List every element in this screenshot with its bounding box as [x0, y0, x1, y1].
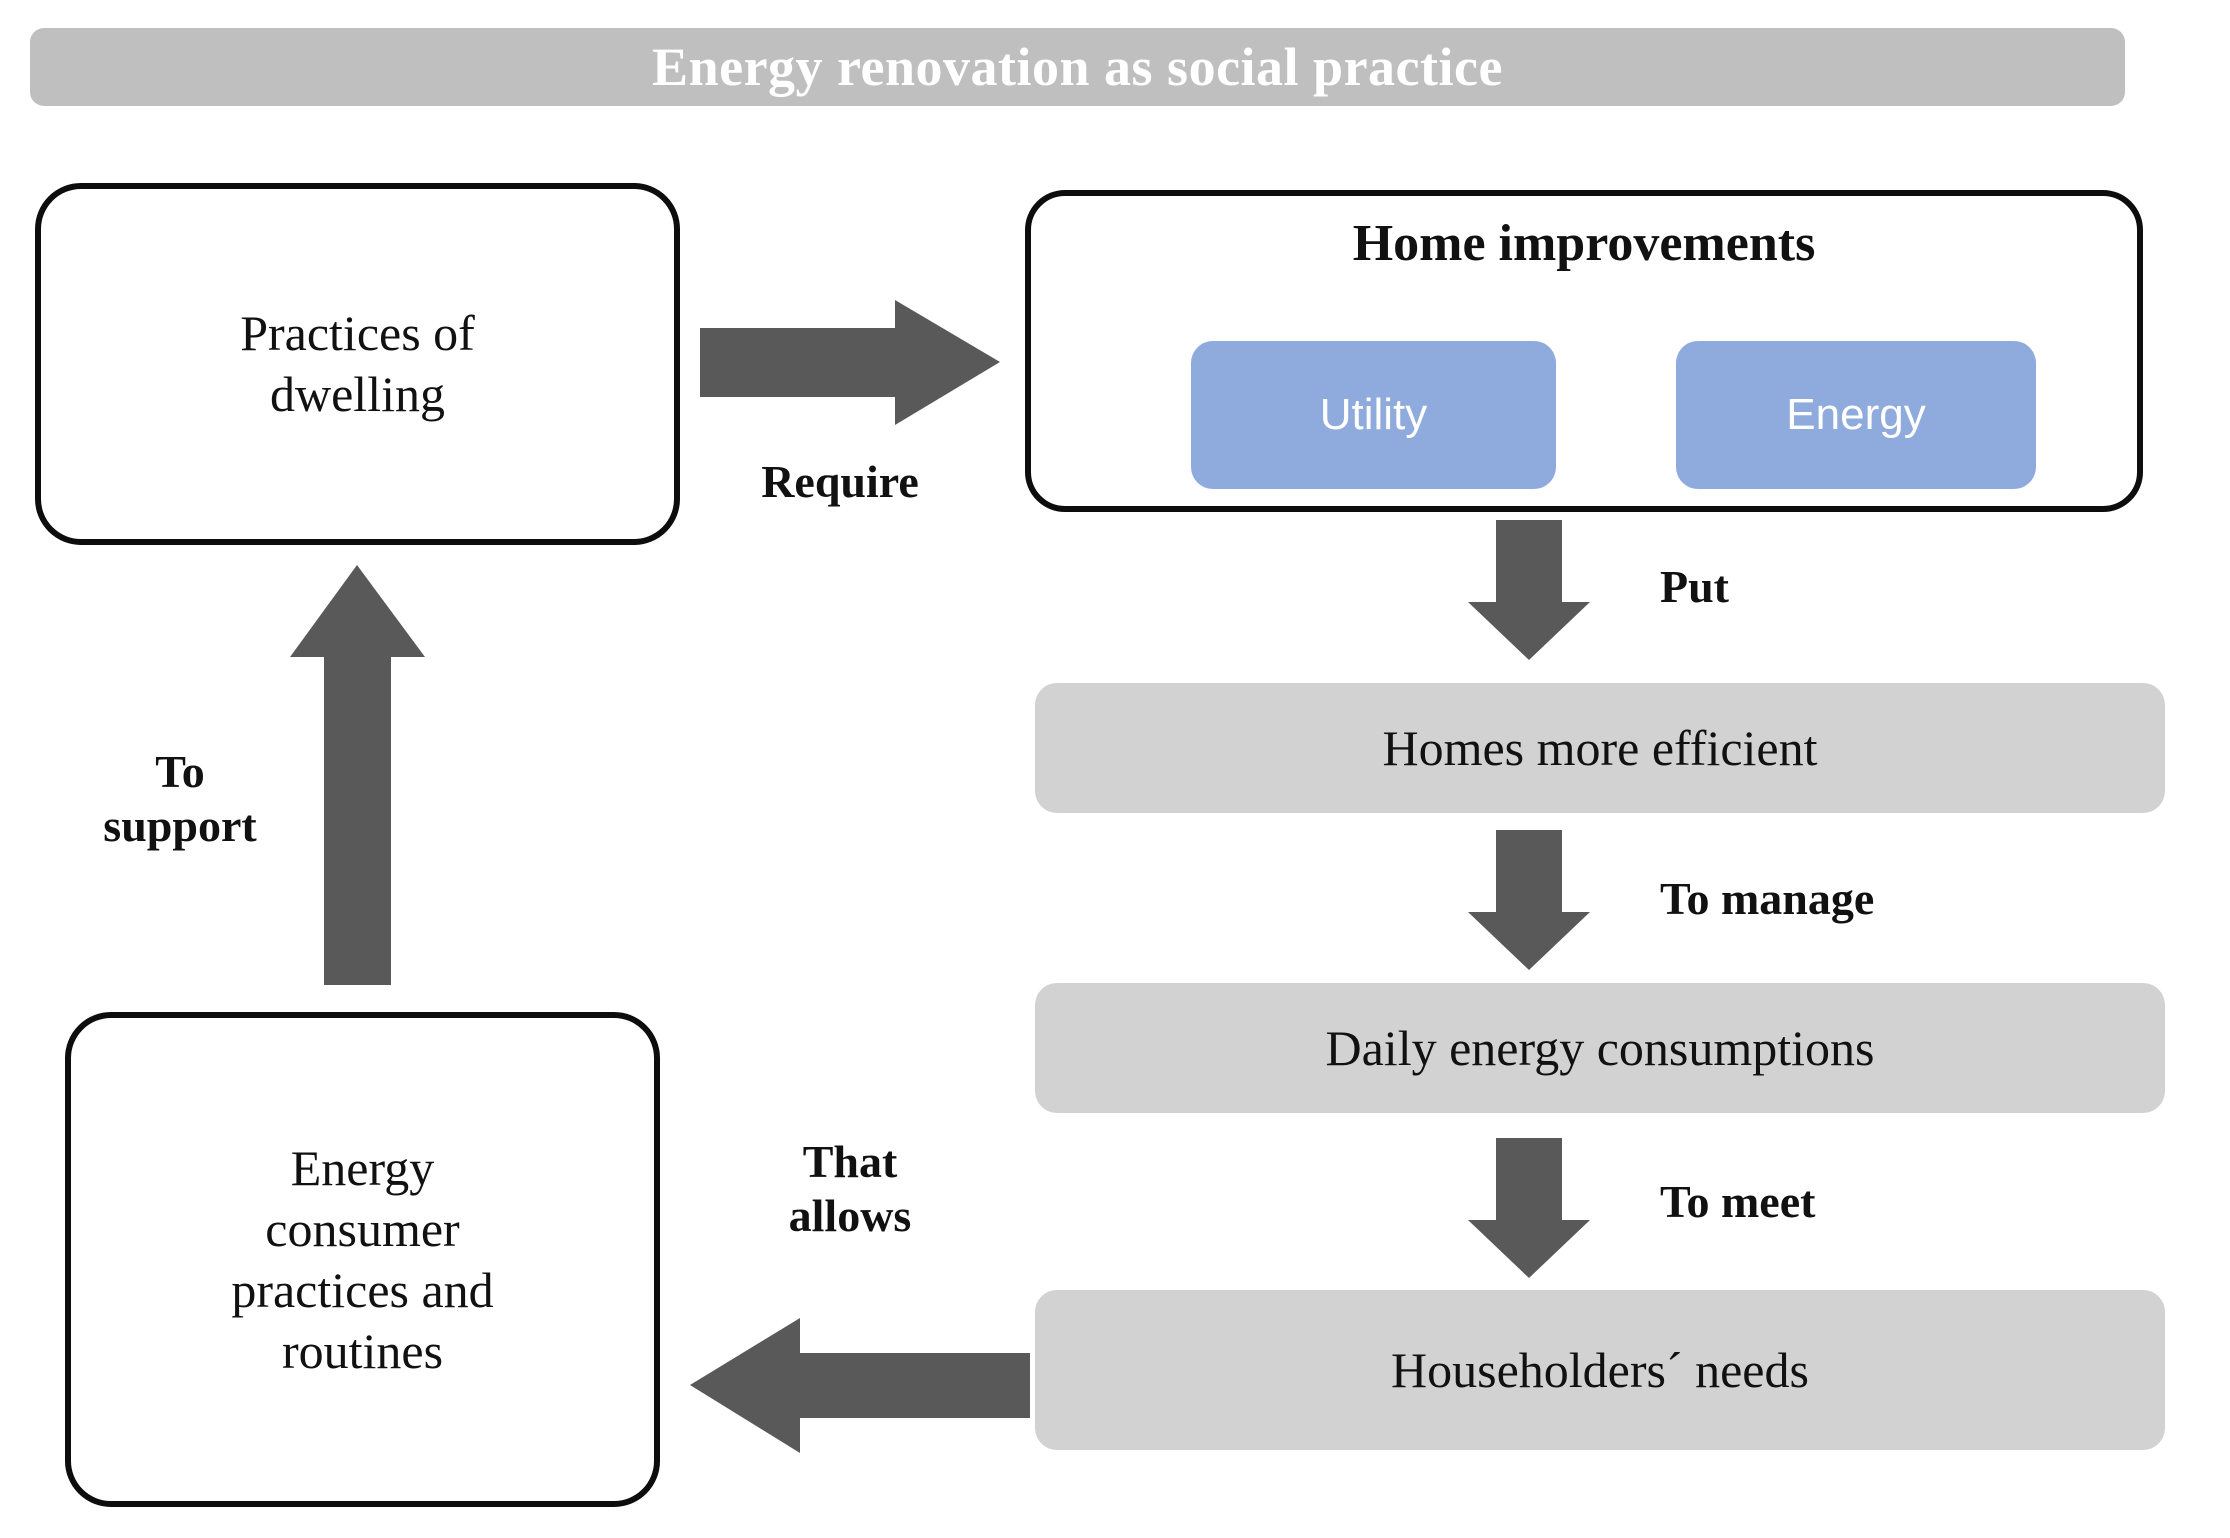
node-daily-energy-consumptions-label: Daily energy consumptions: [1325, 1020, 1875, 1076]
node-consumer-line-3: practices and: [231, 1261, 494, 1318]
node-consumer-line-4: routines: [281, 1322, 444, 1379]
connector-to-support-line-2: support: [103, 800, 257, 852]
node-practices-of-dwelling: Practices of dwelling: [35, 183, 680, 545]
connector-label-that-allows: That allows: [700, 1135, 1000, 1244]
arrow-down-put-icon: [1468, 520, 1590, 660]
node-energy-consumer-practices-label: Energy consumer practices and routines: [217, 1138, 507, 1382]
arrow-right-require-icon: [700, 300, 1000, 425]
arrow-down-to-manage-icon: [1468, 830, 1590, 970]
chip-utility: Utility: [1191, 341, 1556, 489]
node-practices-line-1: Practices of: [240, 305, 475, 361]
node-homes-more-efficient-label: Homes more efficient: [1382, 720, 1818, 776]
connector-that-allows-line-1: That: [802, 1136, 898, 1187]
chip-utility-label: Utility: [1319, 390, 1428, 439]
arrow-left-that-allows-icon: [690, 1318, 1030, 1453]
connector-label-put: Put: [1660, 561, 1729, 612]
node-home-improvements: Home improvements Utility Energy: [1025, 190, 2143, 512]
connector-label-require: Require: [761, 456, 919, 507]
chip-energy: Energy: [1676, 341, 2036, 489]
connector-that-allows-line-2: allows: [788, 1190, 912, 1242]
node-homes-more-efficient: Homes more efficient: [1035, 683, 2165, 813]
page-title: Energy renovation as social practice: [652, 37, 1503, 97]
connector-label-to-support: To support: [40, 745, 320, 854]
arrow-down-to-meet-icon: [1468, 1138, 1590, 1278]
node-consumer-line-2: consumer: [265, 1200, 460, 1257]
node-consumer-line-1: Energy: [290, 1139, 435, 1196]
node-energy-consumer-practices: Energy consumer practices and routines: [65, 1012, 660, 1507]
node-practices-line-2: dwelling: [270, 366, 445, 422]
diagram-title-banner: Energy renovation as social practice: [30, 28, 2125, 106]
connector-label-to-meet: To meet: [1660, 1176, 1816, 1227]
arrow-up-to-support-icon: [290, 565, 425, 985]
node-householders-needs-label: Householders´ needs: [1391, 1342, 1809, 1398]
node-householders-needs: Householders´ needs: [1035, 1290, 2165, 1450]
connector-to-support-line-1: To: [155, 746, 205, 797]
node-practices-of-dwelling-label: Practices of dwelling: [226, 303, 489, 425]
node-daily-energy-consumptions: Daily energy consumptions: [1035, 983, 2165, 1113]
connector-label-to-manage: To manage: [1660, 873, 1875, 924]
chip-energy-label: Energy: [1786, 390, 1926, 439]
node-home-improvements-title: Home improvements: [1352, 215, 1816, 272]
